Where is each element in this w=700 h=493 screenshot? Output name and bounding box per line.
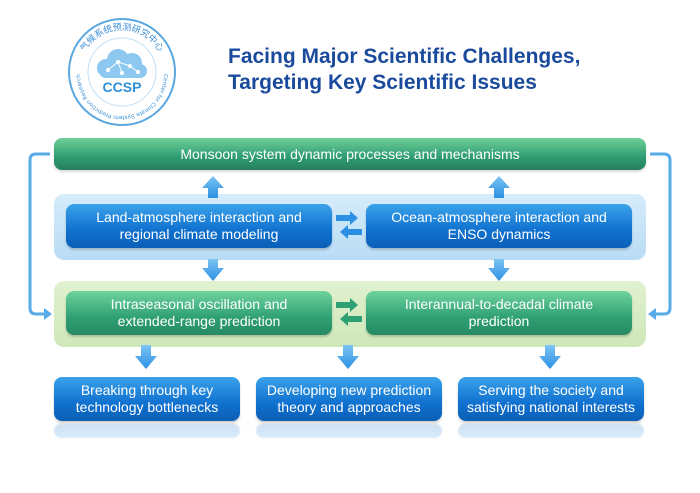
logo-abbr: CCSP (103, 79, 142, 95)
monsoon-bar: Monsoon system dynamic processes and mec… (54, 138, 646, 170)
left-arrowhead-icon (648, 308, 656, 320)
ocean-atmosphere-box: Ocean-atmosphere interaction and ENSO dy… (366, 204, 632, 248)
outcome-box-2: Developing new prediction theory and app… (256, 377, 442, 421)
up-arrow-icon (488, 176, 510, 198)
interannual-label: Interannual-to-decadal climate predictio… (404, 296, 594, 329)
down-arrow-icon (135, 345, 157, 369)
interannual-box: Interannual-to-decadal climate predictio… (366, 291, 632, 335)
outcome-label-3: Serving the society and satisfying natio… (466, 382, 636, 415)
intraseasonal-box: Intraseasonal oscillation and extended-r… (66, 291, 332, 335)
intraseasonal-label: Intraseasonal oscillation and extended-r… (110, 296, 288, 329)
outcome-label-2: Developing new prediction theory and app… (266, 382, 432, 415)
right-loop-arrow (650, 152, 672, 316)
outcome-label-1: Breaking through key technology bottlene… (75, 382, 219, 415)
land-atmosphere-label: Land-atmosphere interaction and regional… (96, 209, 302, 242)
outcome-box-1: Breaking through key technology bottlene… (54, 377, 240, 421)
left-loop-arrow (28, 152, 50, 316)
down-arrow-icon (539, 345, 561, 369)
ocean-atmosphere-label: Ocean-atmosphere interaction and ENSO dy… (391, 209, 607, 242)
right-arrowhead-icon (44, 308, 52, 320)
down-arrow-icon (488, 259, 510, 281)
land-atmosphere-box: Land-atmosphere interaction and regional… (66, 204, 332, 248)
page-title: Facing Major Scientific Challenges, Targ… (228, 44, 668, 96)
ccsp-logo: 气候系统预测研究中心 Center for Climate System Pre… (68, 18, 176, 126)
monsoon-bar-label: Monsoon system dynamic processes and mec… (180, 145, 520, 162)
exchange-arrows-icon (336, 298, 362, 326)
title-line-1: Facing Major Scientific Challenges, (228, 45, 581, 68)
down-arrow-icon (202, 259, 224, 281)
exchange-arrows-icon (336, 211, 362, 239)
title-line-2: Targeting Key Scientific Issues (228, 71, 537, 94)
cloud-network-icon (97, 49, 147, 78)
up-arrow-icon (202, 176, 224, 198)
outcome-box-3: Serving the society and satisfying natio… (458, 377, 644, 421)
down-arrow-icon (337, 345, 359, 369)
